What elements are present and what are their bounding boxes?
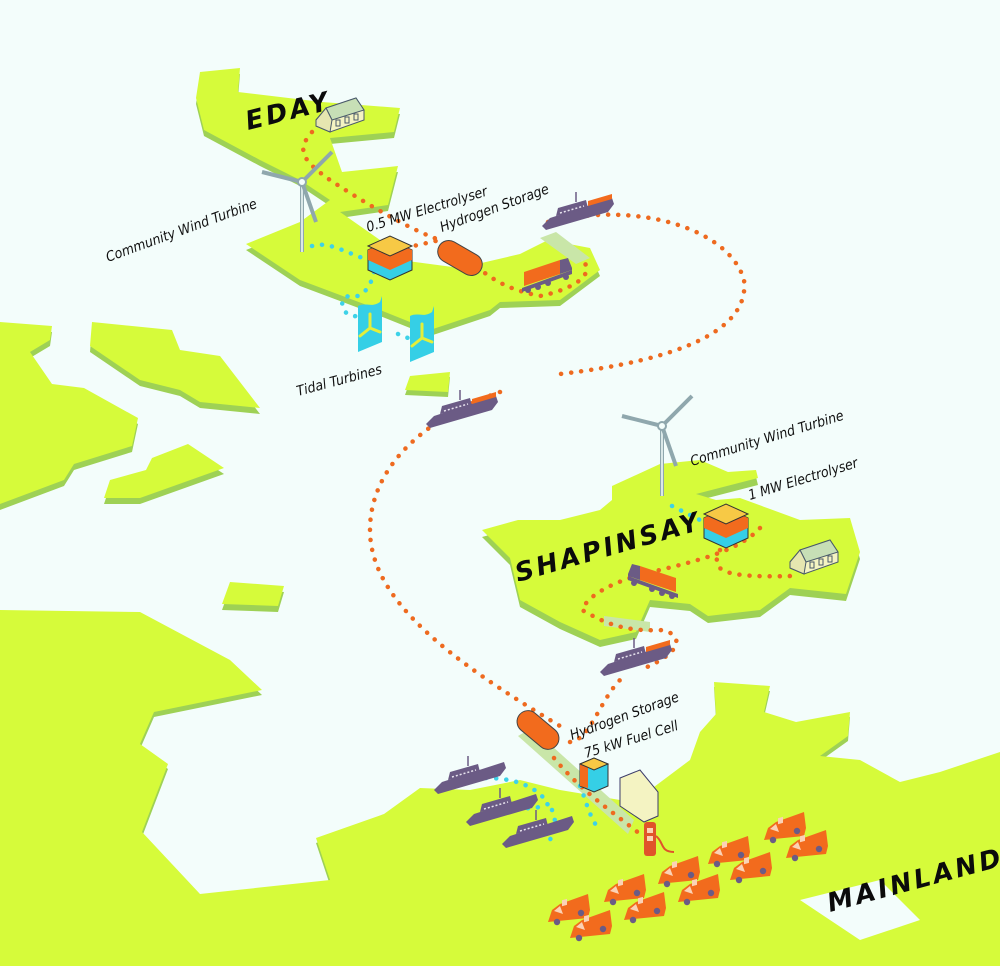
island-eday — [196, 68, 600, 397]
electrolyser-icon — [703, 503, 749, 549]
hydrogen-routes — [301, 129, 795, 837]
pier-shapinsay — [604, 616, 650, 632]
tidal-turbines-label: Tidal Turbines — [295, 362, 384, 400]
building-icon — [619, 769, 659, 823]
pier-eday — [540, 232, 590, 264]
shapinsay-electrolyser-label: 1 MW Electrolyser — [746, 455, 860, 504]
eday-wind-turbine-label: Community Wind Turbine — [104, 196, 260, 266]
island-shapinsay — [482, 460, 860, 647]
shapinsay-wind-turbine-label: Community Wind Turbine — [688, 408, 845, 470]
fuel-cell-icon — [578, 757, 610, 793]
hydrogen-pump-icon — [644, 822, 675, 856]
island-west — [0, 322, 284, 612]
mainland-features — [433, 705, 828, 942]
electrolyser-icon — [367, 235, 413, 281]
ferry-icon — [542, 192, 614, 230]
